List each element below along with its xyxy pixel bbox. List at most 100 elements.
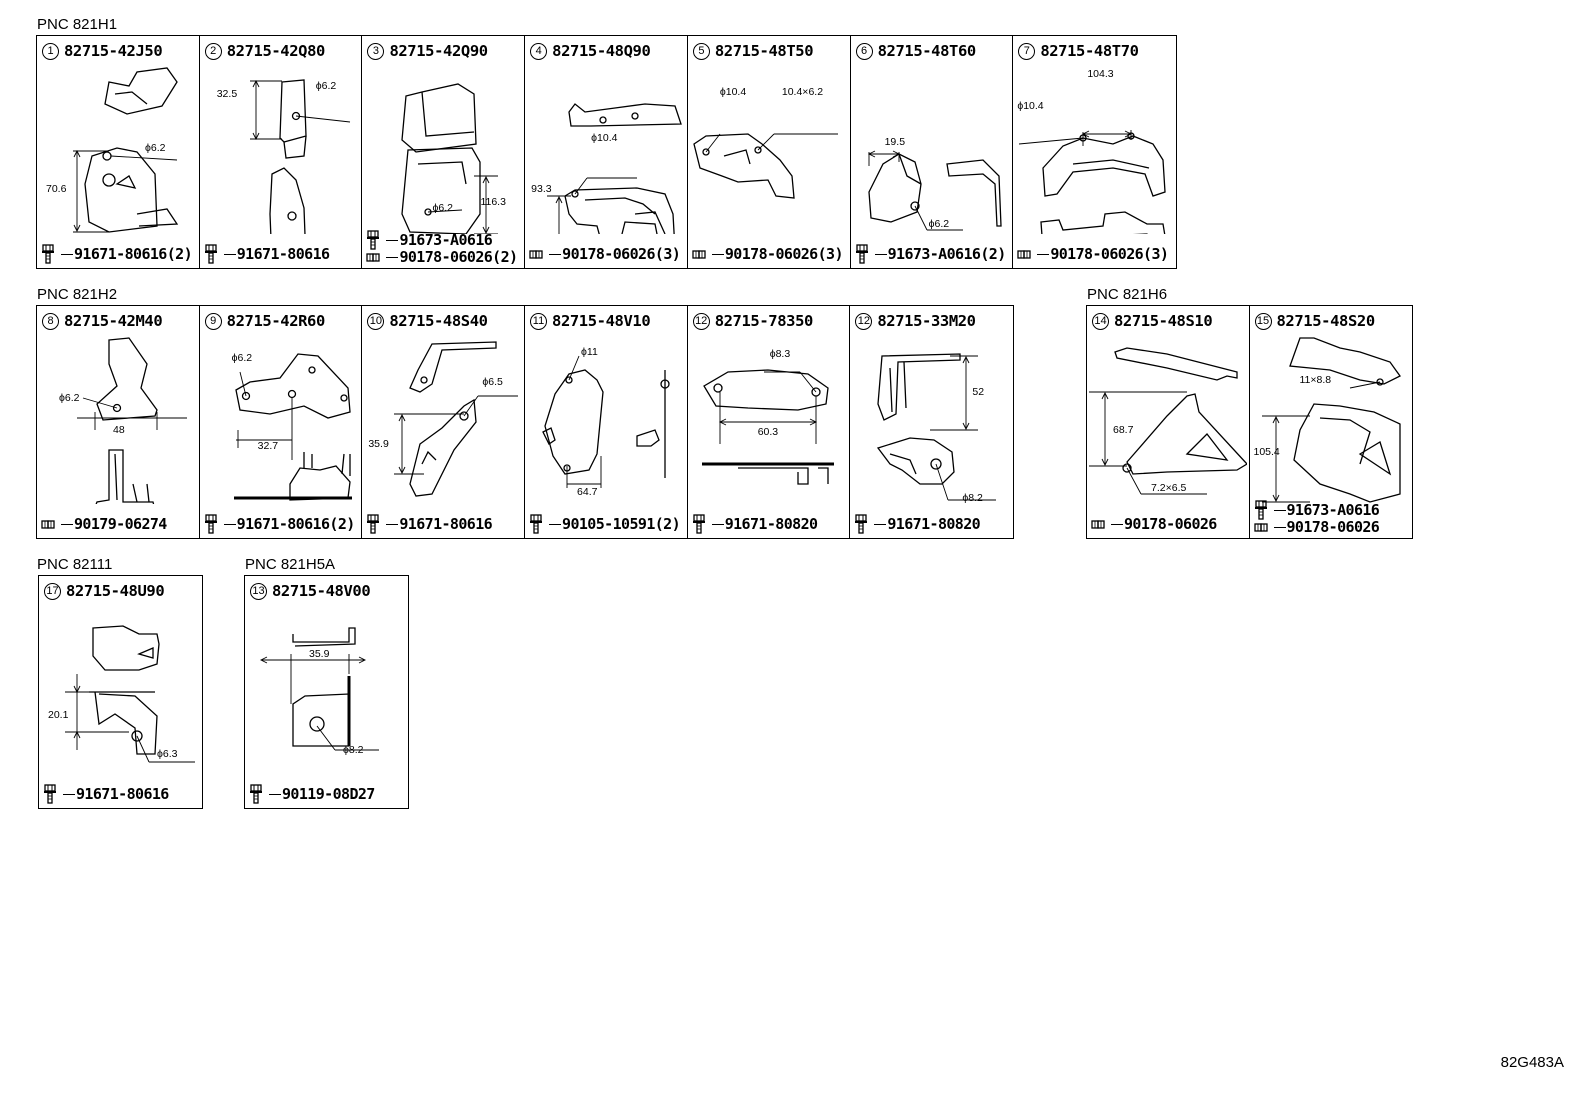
- fastener[interactable]: 91671-80616(2): [41, 244, 193, 264]
- fastener-code[interactable]: 90105-10591(2): [562, 515, 681, 533]
- part-number[interactable]: 82715-48S20: [1276, 312, 1376, 330]
- part-header: 6 82715-48T60: [855, 42, 977, 60]
- part-cell[interactable]: 12 82715-78350 ϕ8.3 60.3 91671-80820: [687, 306, 851, 538]
- fastener[interactable]: 91673-A0616: [366, 230, 493, 250]
- part-cell[interactable]: 4 82715-48Q90 ϕ10.4 93.3 9: [525, 36, 688, 268]
- dimension-label: ϕ6.2: [928, 218, 950, 230]
- part-number[interactable]: 82715-48S40: [389, 312, 488, 330]
- fastener-code[interactable]: 91671-80616(2): [236, 515, 356, 533]
- fastener-code[interactable]: 91673-A0616: [399, 231, 493, 249]
- fastener[interactable]: 91671-80616: [204, 244, 330, 264]
- fastener[interactable]: 91673-A0616: [1254, 500, 1380, 520]
- fastener-code[interactable]: 91671-80820: [887, 515, 981, 533]
- fastener[interactable]: 90105-10591(2): [529, 514, 681, 534]
- fastener[interactable]: 90178-06026: [1091, 514, 1217, 534]
- fastener[interactable]: 90178-06026(2): [366, 247, 518, 267]
- fastener[interactable]: 90119-08D27: [249, 784, 375, 804]
- part-header: 3 82715-42Q90: [367, 42, 488, 60]
- bracket-drawing: [542, 355, 670, 488]
- bolt-icon: [249, 784, 271, 804]
- part-header: 17 82715-48U90: [44, 582, 165, 600]
- item-number: 17: [44, 582, 61, 600]
- part-cell[interactable]: 5 82715-48T50 ϕ10.4 10.4×6.2 90178-06026…: [687, 36, 851, 268]
- fastener-code[interactable]: 91671-80820: [724, 515, 818, 533]
- fastener[interactable]: 91671-80616(2): [204, 514, 355, 534]
- part-number[interactable]: 82715-48V00: [272, 582, 371, 600]
- part-number[interactable]: 82715-42J50: [64, 42, 163, 60]
- part-number[interactable]: 82715-42Q80: [226, 42, 326, 60]
- fastener-code[interactable]: 90178-06026: [1124, 515, 1217, 533]
- fastener-code[interactable]: 91671-80616: [76, 785, 169, 803]
- part-number[interactable]: 82715-48V10: [552, 312, 651, 330]
- part-number[interactable]: 82715-78350: [714, 312, 814, 330]
- fastener-code[interactable]: 91671-80616(2): [74, 245, 193, 263]
- part-cell[interactable]: 6 82715-48T60 19.5 ϕ6.2 91673-A0616(2): [850, 36, 1014, 268]
- fastener[interactable]: 91671-80820: [854, 514, 981, 534]
- part-number[interactable]: 82715-48T60: [877, 42, 977, 60]
- part-number[interactable]: 82715-48U90: [66, 582, 165, 600]
- pnc-label: PNC 821H1: [37, 16, 118, 33]
- fastener-code[interactable]: 91671-80616: [399, 515, 493, 533]
- bracket-drawing: [394, 341, 519, 497]
- part-cell[interactable]: 12 82715-33M20 52 ϕ8.2 91671-80820: [850, 306, 1014, 538]
- part-cell[interactable]: 14 82715-48S10 68.7 7.2×6.5 90178-06026: [1087, 306, 1250, 538]
- part-number[interactable]: 82715-48S10: [1114, 312, 1213, 330]
- part-number[interactable]: 82715-48Q90: [552, 42, 651, 60]
- fastener-code[interactable]: 90178-06026: [1286, 518, 1380, 536]
- part-number[interactable]: 82715-48T50: [714, 42, 814, 60]
- fastener-code[interactable]: 90178-06026(3): [1050, 245, 1169, 263]
- fastener[interactable]: 91673-A0616(2): [855, 244, 1006, 264]
- fastener[interactable]: 90178-06026(3): [692, 244, 844, 264]
- fastener-code[interactable]: 90178-06026(2): [399, 248, 518, 266]
- fastener[interactable]: 91671-80820: [692, 514, 818, 534]
- part-number[interactable]: 82715-42R60: [226, 312, 326, 330]
- part-cell[interactable]: 7 82715-48T70 104.3 ϕ10.4 90178-06026(3): [1013, 36, 1177, 268]
- dimension-label: 68.7: [1113, 424, 1134, 436]
- part-cell[interactable]: 17 82715-48U90 20.1 ϕ6.3 91671-80616: [39, 576, 201, 808]
- fastener-code[interactable]: 91671-80616: [236, 245, 330, 263]
- part-header: 14 82715-48S10: [1092, 312, 1213, 330]
- item-number: 13: [250, 582, 267, 600]
- dimension-label: 104.3: [1087, 68, 1114, 80]
- part-cell[interactable]: 15 82715-48S20 11×8.8 105.4 91673-A0616: [1249, 306, 1412, 538]
- fastener-code[interactable]: 90119-08D27: [282, 785, 375, 803]
- fastener-code[interactable]: 90178-06026(3): [562, 245, 681, 263]
- dimension-label: ϕ6.2: [231, 352, 253, 364]
- part-cell[interactable]: 10 82715-48S40 ϕ6.5 35.9 91671-80616: [362, 306, 526, 538]
- fastener[interactable]: 90179-06274: [41, 514, 167, 534]
- fastener[interactable]: 90178-06026(3): [529, 244, 681, 264]
- bracket-drawing: [65, 625, 195, 763]
- fastener-code[interactable]: 90178-06026(3): [724, 245, 844, 263]
- bolt-icon: [529, 514, 551, 534]
- part-number[interactable]: 82715-42M40: [64, 312, 163, 330]
- part-cell[interactable]: 13 82715-48V00 35.9 ϕ8.2 90119-08D27: [245, 576, 407, 808]
- fastener-code[interactable]: 91673-A0616(2): [887, 245, 1007, 263]
- dimension-label: ϕ10.4: [719, 86, 747, 98]
- part-header: 10 82715-48S40: [367, 312, 488, 330]
- dimension-label: 20.1: [48, 709, 69, 721]
- fastener-code[interactable]: 91673-A0616: [1286, 501, 1380, 519]
- fastener[interactable]: 91671-80616: [366, 514, 493, 534]
- part-number[interactable]: 82715-33M20: [877, 312, 976, 330]
- part-cell[interactable]: 11 82715-48V10 ϕ11 64.7 90105-10591(2): [525, 306, 688, 538]
- item-number: 12: [692, 312, 710, 330]
- part-number[interactable]: 82715-42Q90: [389, 42, 488, 60]
- dimension-label: ϕ8.2: [962, 492, 983, 504]
- part-cell[interactable]: 1 82715-42J50 ϕ6.2 70.6: [37, 36, 200, 268]
- part-cell[interactable]: 2 82715-42Q80 32.5 ϕ6.2: [199, 36, 363, 268]
- part-cell[interactable]: 8 82715-42M40 ϕ6.2 48 90179-06274: [37, 306, 200, 538]
- part-number[interactable]: 82715-48T70: [1040, 42, 1139, 60]
- fastener[interactable]: 90178-06026: [1254, 517, 1380, 537]
- part-header: 8 82715-42M40: [42, 312, 163, 330]
- fastener[interactable]: 90178-06026(3): [1017, 244, 1169, 264]
- part-cell[interactable]: 3 82715-42Q90 ϕ6.2 116.3 91673-A061: [362, 36, 526, 268]
- dimension-label: 64.7: [577, 486, 598, 498]
- bolt-icon: [366, 514, 388, 534]
- item-number: 8: [42, 312, 59, 330]
- fastener-code[interactable]: 90179-06274: [74, 515, 167, 533]
- part-header: 11 82715-48V10: [530, 312, 651, 330]
- part-cell[interactable]: 9 82715-42R60 ϕ6.2 32.7 91671-80616(2): [199, 306, 363, 538]
- fastener[interactable]: 91671-80616: [43, 784, 169, 804]
- item-number: 9: [204, 312, 222, 330]
- dimension-label: ϕ10.4: [1017, 100, 1044, 112]
